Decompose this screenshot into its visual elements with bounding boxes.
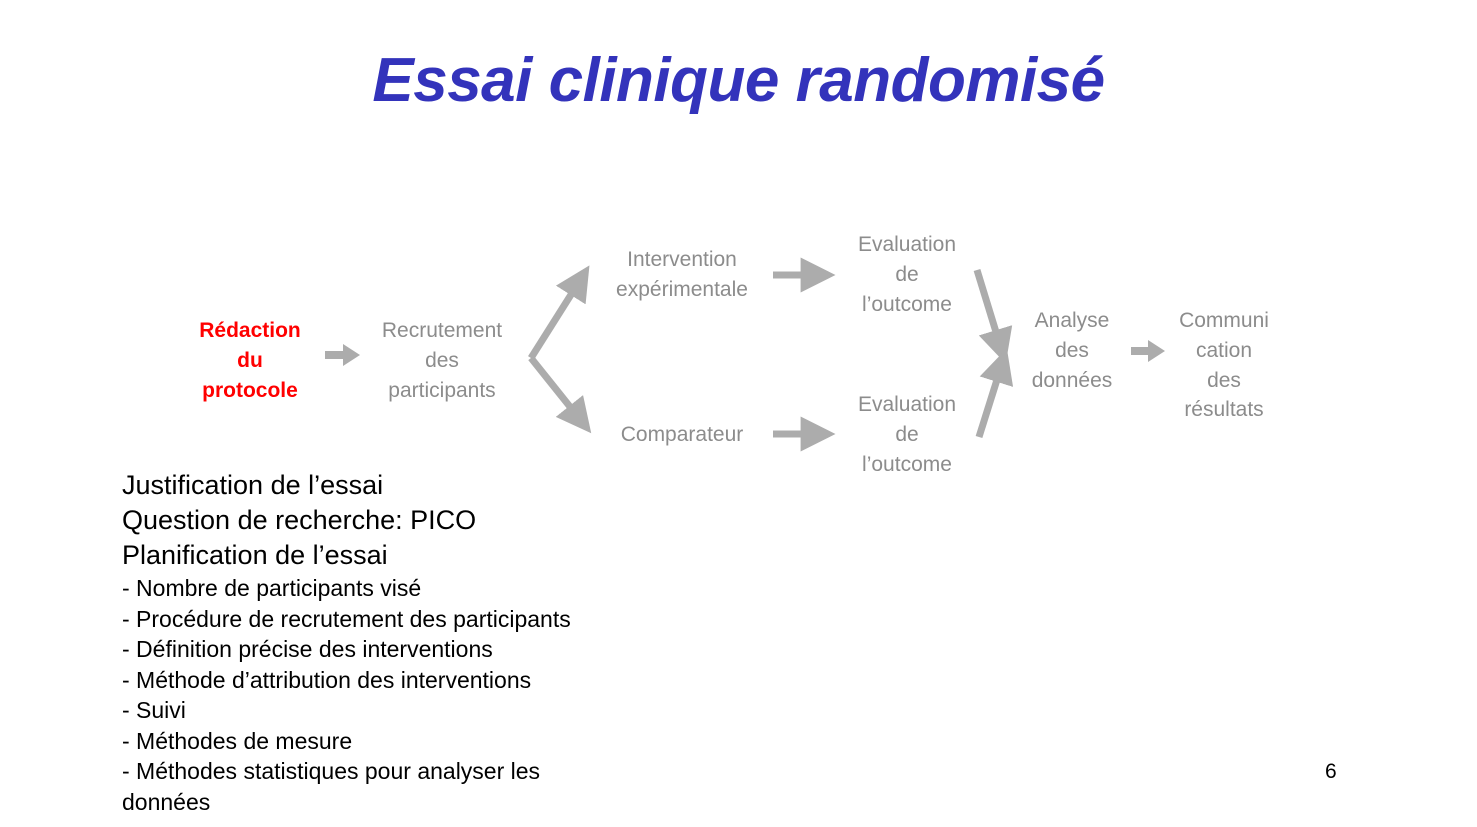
body-text-block: Justification de l’essai Question de rec… — [122, 468, 822, 817]
arrow-recrutement-split-down — [528, 355, 592, 434]
body-list-item: - Nombre de participants visé — [122, 575, 422, 601]
flow-node-evaluation-1: Evaluation de l’outcome — [857, 233, 957, 316]
arrow-redaction-recrutement — [325, 344, 360, 366]
flow-node-analyse: Analyse des données — [1031, 309, 1113, 392]
body-heading: Question de recherche: PICO — [122, 505, 477, 535]
body-heading: Planification de l’essai — [122, 540, 388, 570]
flow-node-redaction: Rédaction du protocole — [199, 319, 301, 402]
body-list-item: - Suivi — [122, 697, 186, 723]
page-title: Essai clinique randomisé — [372, 46, 1105, 115]
body-list-item: - Méthode d’attribution des intervention… — [122, 666, 532, 693]
body-list-item: - Méthodes statistiques pour analyser le… — [122, 758, 547, 815]
flow-node-communication: Communi cation des résultats — [1179, 309, 1269, 422]
body-list-item: - Définition précise des interventions — [122, 636, 493, 662]
flow-node-comparateur: Comparateur — [620, 423, 744, 446]
body-heading: Justification de l’essai — [122, 470, 384, 500]
flow-node-recrutement: Recrutement des participants — [381, 319, 503, 402]
flow-node-evaluation-2: Evaluation de l’outcome — [857, 393, 957, 476]
body-list-item: - Méthodes de mesure — [122, 727, 353, 754]
body-list-item: - Procédure de recrutement des participa… — [122, 605, 571, 632]
arrow-recrutement-split-up — [528, 265, 590, 360]
page-number: 6 — [1325, 760, 1337, 783]
flow-node-intervention: Intervention expérimentale — [616, 248, 748, 301]
